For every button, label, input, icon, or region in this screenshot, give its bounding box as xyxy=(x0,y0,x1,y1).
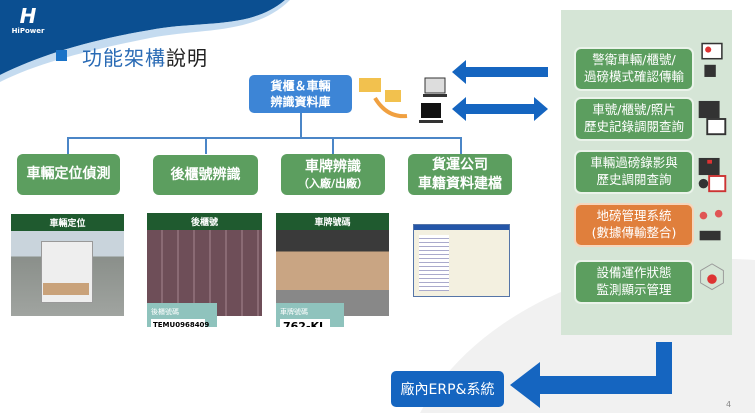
panel-label: 歷史調閱查詢 xyxy=(596,172,672,187)
double-arrow-icon xyxy=(452,97,548,121)
module-sublabel: （入廠/出廠） xyxy=(297,176,369,190)
device-status-icon xyxy=(700,263,724,291)
erp-system-box: 廠內ERP&系統 xyxy=(391,371,504,407)
left-arrow-icon xyxy=(452,60,548,84)
sync-arrows xyxy=(452,60,548,121)
database-box: 貨櫃＆車輛 辨識資料庫 xyxy=(249,75,352,113)
overlay-caption: 後櫃號碼 xyxy=(151,308,179,316)
photo-grid-icon xyxy=(698,100,727,136)
carrier-software-screenshot xyxy=(413,224,510,297)
database-line1: 貨櫃＆車輛 xyxy=(270,78,331,93)
weighbridge-truck-icon xyxy=(699,209,723,241)
tree-connector xyxy=(460,137,462,154)
panel-label: 地磅管理系統 xyxy=(596,208,672,224)
page-number: 4 xyxy=(726,400,732,409)
title-part1: 功能架構 xyxy=(82,46,166,70)
photo-header: 後櫃號 xyxy=(147,213,262,230)
panel-video-history: 車輛過磅錄影與歷史調閱查詢 xyxy=(574,150,694,194)
module-plate-recognition: 車牌辨識（入廠/出廠） xyxy=(281,154,385,195)
hipower-logo: H HiPower xyxy=(8,5,48,35)
module-label: 貨運公司 xyxy=(432,156,488,173)
module-label: 車牌辨識 xyxy=(305,158,361,175)
photo-header: 車輛定位 xyxy=(11,214,124,231)
tree-connector xyxy=(205,137,207,154)
module-carrier-records: 貨運公司車籍資料建檔 xyxy=(408,154,512,195)
panel-guard-transfer: 警衛車輛/櫃號/過磅模式確認傳輸 xyxy=(574,47,694,91)
panel-label: 設備運作狀態 xyxy=(596,265,672,281)
panel-history-query: 車號/櫃號/照片歷史記錄調閱查詢 xyxy=(574,97,694,141)
container-number-overlay: 後櫃號碼 TEMU0968409 xyxy=(147,303,217,327)
panel-weighbridge-system: 地磅管理系統(數據傳輸整合) xyxy=(574,203,694,247)
plate-number-overlay: 車牌號碼 762-KL xyxy=(276,303,344,327)
guard-monitor-icon xyxy=(701,42,723,77)
panel-label: 警衛車輛/櫃號/ xyxy=(592,52,676,68)
container-number: TEMU0968409 xyxy=(151,319,209,327)
module-label: 車輛定位偵測 xyxy=(26,166,111,183)
tree-connector xyxy=(332,137,334,154)
data-transfer-computers-icon xyxy=(359,77,447,123)
database-line2: 辨識資料庫 xyxy=(270,95,331,109)
panel-label: 監測顯示管理 xyxy=(596,282,672,297)
panel-label: 過磅模式確認傳輸 xyxy=(583,69,684,84)
module-sublabel: 車籍資料建檔 xyxy=(418,175,502,192)
photo-header: 車牌號碼 xyxy=(276,213,389,230)
container-photo: 後櫃號 後櫃號碼 TEMU0968409 xyxy=(147,213,262,327)
title-part2: 說明 xyxy=(166,46,208,70)
panel-device-monitoring: 設備運作狀態監測顯示管理 xyxy=(574,260,694,304)
return-arrow-icon xyxy=(510,342,672,408)
video-record-icon xyxy=(698,157,727,193)
logo-mark: H xyxy=(19,4,37,28)
panel-label: 歷史記錄調閱查詢 xyxy=(583,119,684,134)
panel-label: 車號/櫃號/照片 xyxy=(592,102,676,118)
module-container-id: 後櫃號辨識 xyxy=(153,155,258,195)
logo-text: HiPower xyxy=(11,27,45,35)
tree-connector xyxy=(300,113,302,138)
vehicle-position-photo: 車輛定位 xyxy=(11,214,124,316)
tree-connector xyxy=(67,137,461,139)
page-title: 功能架構說明 xyxy=(82,42,208,71)
title-bullet-icon xyxy=(56,50,67,61)
overlay-caption: 車牌號碼 xyxy=(280,308,308,316)
panel-label: (數據傳輸整合) xyxy=(591,225,677,240)
tree-connector xyxy=(67,137,69,154)
module-vehicle-positioning: 車輛定位偵測 xyxy=(17,154,120,195)
panel-label: 車輛過磅錄影與 xyxy=(590,155,678,171)
plate-photo: 車牌號碼 車牌號碼 762-KL xyxy=(276,213,389,327)
plate-number: 762-KL xyxy=(280,319,330,327)
module-label: 後櫃號辨識 xyxy=(170,166,241,183)
